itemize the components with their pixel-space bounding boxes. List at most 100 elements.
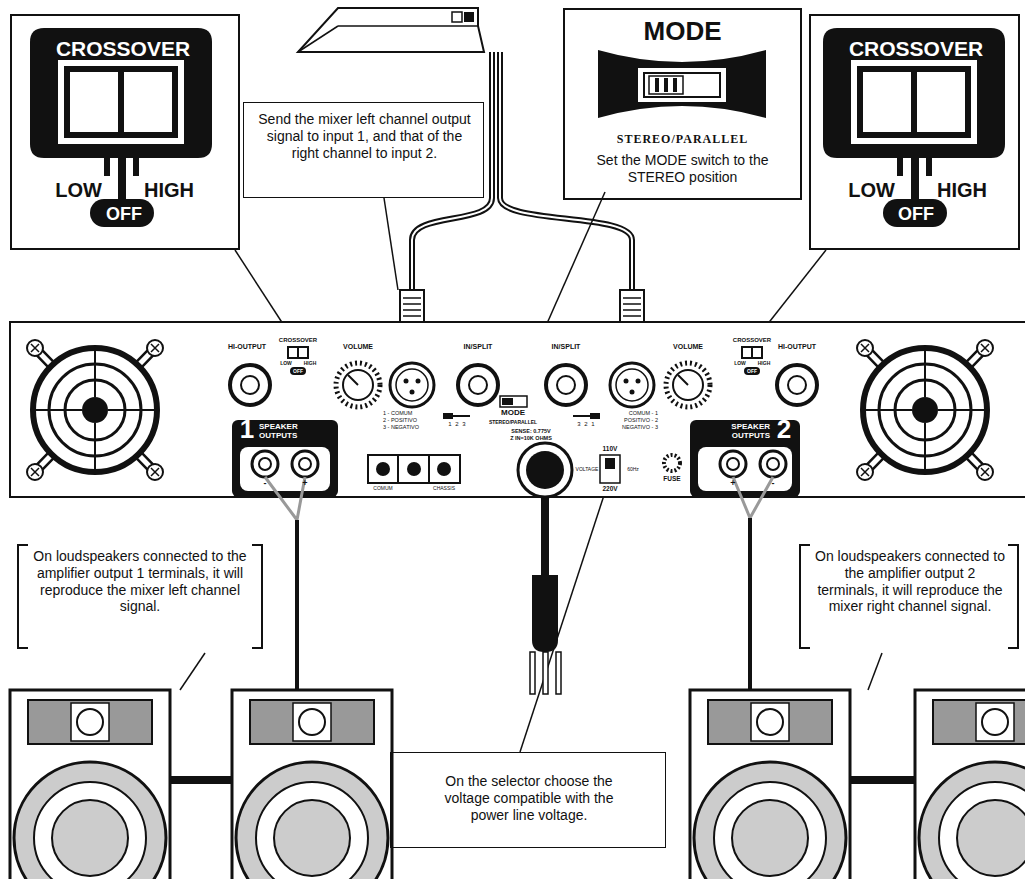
ground-terminal-strip (398, 455, 429, 483)
panel-label: CROSSOVER (273, 337, 323, 344)
mixer-illustration (338, 25, 478, 27)
xlr-socket (616, 369, 648, 401)
panel-label: 3 (576, 421, 582, 428)
loudspeaker (232, 690, 392, 879)
crossover-switch (287, 346, 763, 375)
fuse-holder (664, 455, 680, 471)
speaker-output-terminal (232, 420, 800, 497)
crossover-switch (289, 348, 297, 357)
leader-line (520, 480, 609, 752)
crossover-switch (741, 346, 763, 359)
mode-switch-illustration (644, 73, 720, 97)
crossover-switch-illustration (70, 72, 118, 132)
crossover-switch-illustration (104, 158, 110, 176)
loudspeaker (690, 690, 850, 879)
plug-pinout-icon (573, 415, 590, 417)
xlr-socket (630, 390, 635, 395)
callout-bracket (1008, 545, 1018, 648)
signal-cable (412, 52, 492, 294)
mode-switch-illustration (598, 50, 766, 118)
speaker-output-terminal (299, 458, 311, 470)
cooling-fan (32, 345, 158, 475)
cooling-fan (857, 340, 993, 480)
panel-label: VOLUME (336, 343, 380, 351)
callout-text: Set the MODE switch to the STEREO positi… (595, 152, 770, 186)
panel-label: 2 (583, 421, 589, 428)
panel-label: 1 - COMUM (383, 410, 433, 417)
panel-label: 60Hz (623, 466, 643, 472)
loudspeaker (52, 800, 128, 876)
crossover-switch (290, 367, 306, 375)
mixer-illustration (298, 8, 484, 52)
leader-line (180, 192, 882, 752)
panel-label: NEGATIVO - 3 (600, 424, 658, 431)
panel-label: OFF (290, 368, 306, 374)
panel-label: 110V (598, 445, 622, 453)
xlr-socket (396, 369, 428, 401)
mode-switch (500, 396, 527, 407)
mode-switch-illustration (655, 78, 659, 92)
panel-label: OFF (744, 368, 760, 374)
cooling-fan (33, 348, 157, 472)
mode-switch-illustration (638, 68, 726, 102)
speaker-output-terminal (240, 447, 330, 491)
panel-label: 1 (590, 421, 596, 428)
switch-position: LOW (815, 178, 895, 202)
panel-label: Z IN=10K OHMS (496, 435, 566, 442)
panel-label: COMUM (368, 485, 398, 491)
voltage-selector (605, 458, 615, 469)
leader-line (868, 653, 882, 690)
switch-position: HIGH (144, 178, 232, 202)
speaker-link (850, 776, 915, 784)
speaker-output-terminal (259, 458, 271, 470)
speaker-output-terminal (760, 451, 786, 477)
mode-switch (502, 398, 513, 405)
cooling-fan (31, 344, 159, 476)
switch-legend: STEREO/PARALLEL (565, 132, 800, 146)
loudspeaker (28, 700, 152, 744)
panel-label: HI-OUTPUT (222, 343, 272, 351)
cooling-fan (33, 348, 157, 472)
speaker-wire (265, 477, 305, 520)
speaker-wire (733, 477, 773, 518)
jack-socket (546, 365, 586, 405)
ground-terminal-strip (368, 455, 460, 483)
mixer-illustration (298, 8, 484, 52)
terminal-sign: + (728, 478, 738, 489)
panel-label: 1 (447, 421, 453, 428)
loudspeaker (14, 762, 166, 879)
mode-switch-illustration (598, 50, 766, 118)
jack-socket (557, 376, 575, 394)
crossover-switch (753, 348, 761, 357)
panel-label: IN/SPLIT (544, 343, 588, 351)
jack-socket (458, 365, 498, 405)
output-tab: 1SPEAKER OUTPUTS (232, 420, 338, 446)
panel-label: HIGH (755, 360, 773, 366)
speaker-wire (265, 477, 773, 690)
power-cord (530, 652, 535, 694)
switch-title: MODE (565, 16, 800, 47)
output-tab: SPEAKER OUTPUTS2 (690, 420, 800, 446)
switch-title: CROSSOVER (825, 36, 1007, 61)
leader-line (384, 198, 398, 290)
plug-pinout-icon (453, 415, 470, 417)
callout-bracket (800, 545, 810, 648)
callout-box: On loudspeakers connected to the amplifi… (10, 540, 270, 653)
switch-title: CROSSOVER (32, 36, 214, 61)
speaker-wire (748, 518, 752, 690)
loudspeaker (34, 782, 146, 879)
crossover-switch-illustration (58, 60, 184, 144)
callout-bracket (18, 545, 28, 648)
speaker-output-terminal (698, 447, 792, 491)
power-cord (532, 575, 558, 652)
loudspeaker (71, 703, 109, 741)
speaker-output-terminal (252, 451, 278, 477)
callout-box: CROSSOVERLOWHIGHOFF (809, 14, 1020, 250)
xlr-socket (636, 379, 641, 384)
xlr-socket (624, 379, 629, 384)
volume-knob (336, 363, 710, 407)
xlr-socket (410, 390, 415, 395)
panel-label: 2 (454, 421, 460, 428)
crossover-switch (743, 348, 751, 357)
panel-label: 220V (598, 485, 622, 493)
